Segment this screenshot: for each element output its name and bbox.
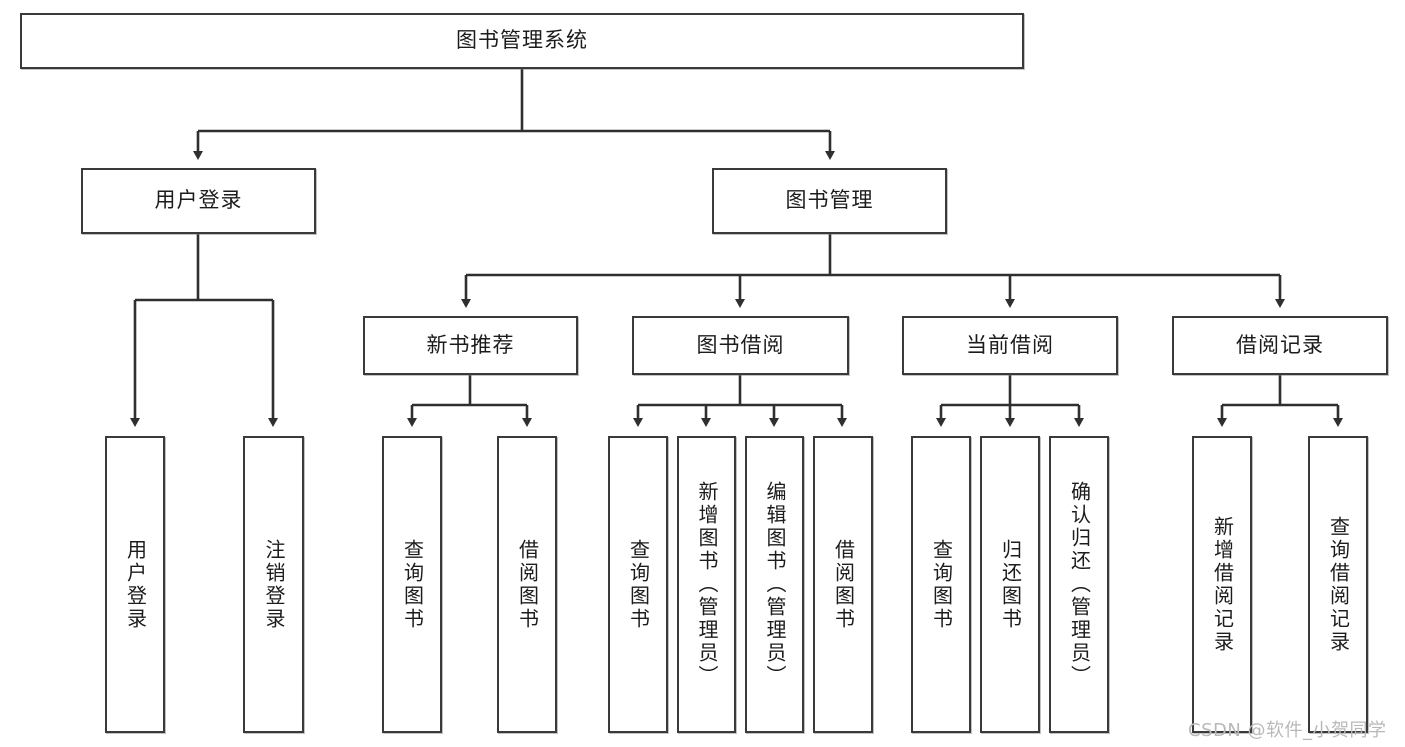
- node-label: 用户登录: [123, 538, 148, 631]
- leaf-query-book-borrow[interactable]: 查询图书: [608, 436, 668, 733]
- leaf-borrow-book[interactable]: 借阅图书: [813, 436, 873, 733]
- node-book-borrowing[interactable]: 图书借阅: [632, 316, 849, 375]
- node-label: 图书管理系统: [456, 28, 588, 53]
- leaf-user-login[interactable]: 用户登录: [105, 436, 165, 733]
- node-label: 归还图书: [998, 538, 1023, 631]
- leaf-add-borrow-record[interactable]: 新增借阅记录: [1192, 436, 1252, 733]
- leaf-query-book-new[interactable]: 查询图书: [382, 436, 442, 733]
- node-label: 借阅图书: [831, 538, 856, 631]
- node-label: 编辑图书（管理员）: [763, 481, 787, 688]
- leaf-query-borrow-record[interactable]: 查询借阅记录: [1308, 436, 1368, 733]
- leaf-query-book-current[interactable]: 查询图书: [911, 436, 971, 733]
- node-current-borrowing[interactable]: 当前借阅: [902, 316, 1118, 375]
- watermark: CSDN @软件_小贺同学: [1188, 720, 1387, 741]
- node-root-library-management-system[interactable]: 图书管理系统: [20, 13, 1024, 69]
- node-label: 借阅图书: [515, 538, 540, 631]
- node-label: 注销登录: [262, 538, 286, 631]
- node-label: 查询图书: [400, 538, 425, 631]
- node-label: 新书推荐: [426, 332, 515, 357]
- leaf-logout[interactable]: 注销登录: [243, 436, 304, 733]
- node-label: 新增借阅记录: [1210, 515, 1235, 654]
- node-label: 用户登录: [154, 188, 243, 213]
- leaf-add-book-admin[interactable]: 新增图书（管理员）: [677, 436, 736, 733]
- node-label: 查询图书: [929, 538, 954, 631]
- node-label: 新增图书（管理员）: [695, 481, 719, 688]
- node-label: 图书借阅: [696, 332, 785, 357]
- node-label: 当前借阅: [966, 332, 1054, 357]
- node-label: 查询借阅记录: [1326, 515, 1351, 654]
- node-label: 图书管理: [785, 188, 874, 213]
- node-user-login[interactable]: 用户登录: [81, 168, 316, 234]
- leaf-borrow-book-new[interactable]: 借阅图书: [497, 436, 557, 733]
- node-new-book-recommendation[interactable]: 新书推荐: [363, 316, 578, 375]
- leaf-confirm-return-admin[interactable]: 确认归还（管理员）: [1049, 436, 1109, 733]
- node-label: 确认归还（管理员）: [1067, 481, 1092, 688]
- node-label: 借阅记录: [1236, 332, 1324, 357]
- node-book-management[interactable]: 图书管理: [712, 168, 947, 234]
- leaf-return-book[interactable]: 归还图书: [980, 436, 1040, 733]
- node-label: 查询图书: [626, 538, 651, 631]
- node-borrowing-record[interactable]: 借阅记录: [1172, 316, 1388, 375]
- leaf-edit-book-admin[interactable]: 编辑图书（管理员）: [745, 436, 804, 733]
